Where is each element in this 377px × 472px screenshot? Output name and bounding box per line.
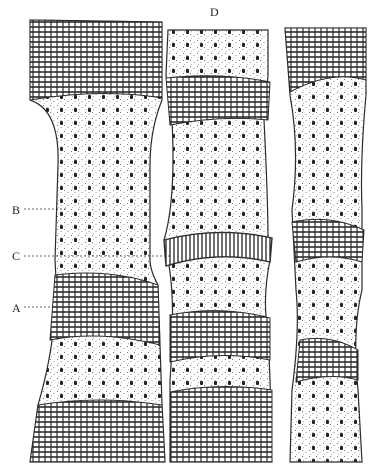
middle-fibre <box>164 30 272 462</box>
label-C: C <box>12 250 20 262</box>
middle-bottom-dark-band <box>170 386 272 462</box>
left-fibre <box>30 20 165 462</box>
right-lower-dark-band <box>296 338 358 382</box>
label-A: A <box>12 302 21 314</box>
middle-upper-dark-band <box>166 76 270 125</box>
middle-lower-dark-band <box>170 311 270 362</box>
label-B: B <box>12 204 20 216</box>
left-top-dark-band <box>30 20 162 100</box>
right-middle-dark-band <box>292 219 364 262</box>
right-fibre <box>285 28 366 462</box>
label-D: D <box>210 6 219 18</box>
left-middle-dark-band <box>50 273 160 345</box>
left-bottom-dark-band <box>30 400 165 462</box>
